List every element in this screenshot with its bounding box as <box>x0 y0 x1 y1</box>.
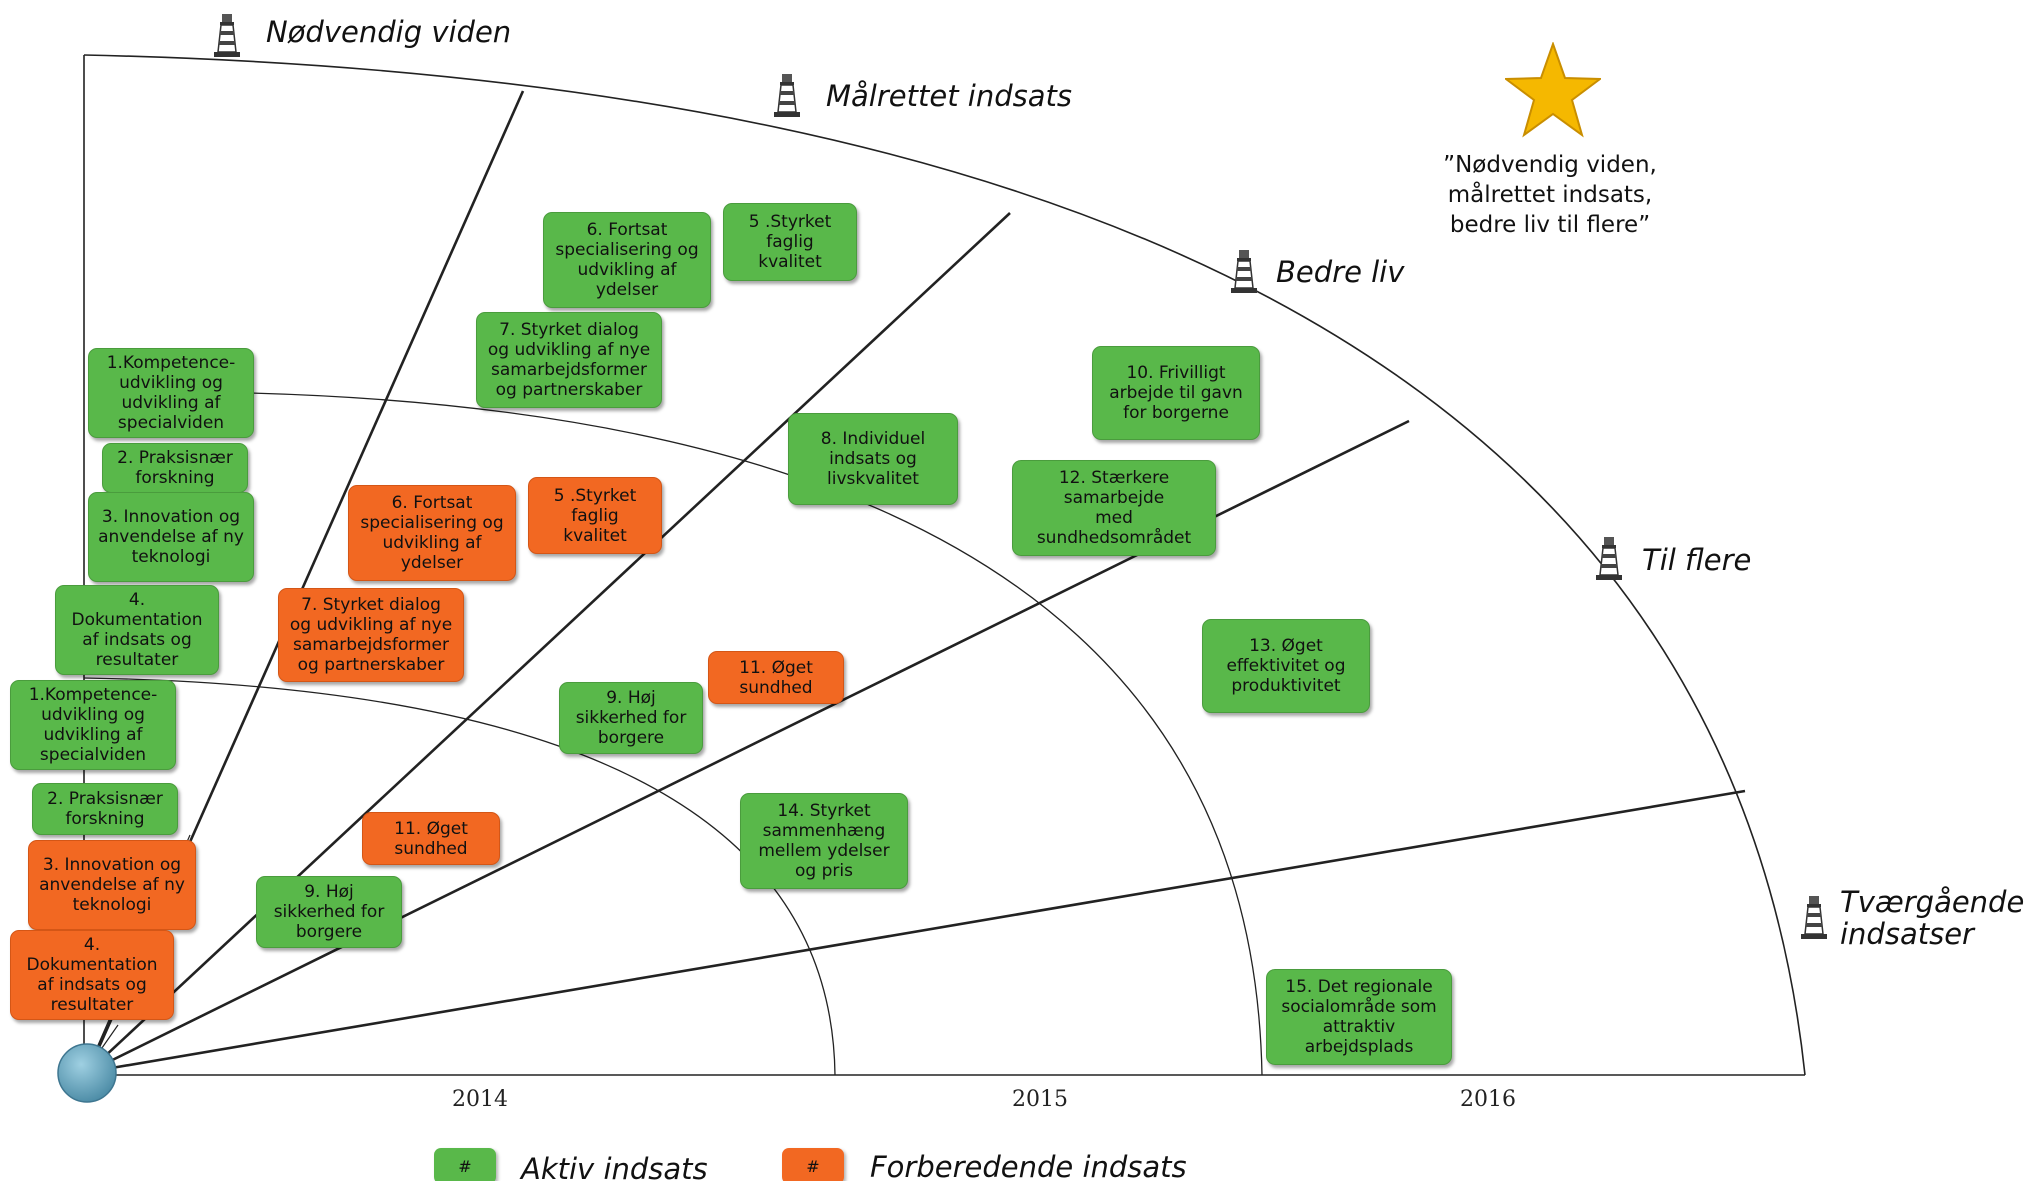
category-label-malrettet-indsats: Målrettet indsats <box>826 79 1072 113</box>
star-icon <box>1505 42 1601 138</box>
year-label-2014: 2014 <box>452 1087 508 1112</box>
year-label-2015: 2015 <box>1012 1087 1068 1112</box>
initiative-box: 6. Fortsat specialisering og udvikling a… <box>543 212 711 308</box>
legend-label-aktiv: Aktiv indsats <box>521 1152 708 1181</box>
initiative-box: 10. Frivilligt arbejde til gavn for borg… <box>1092 346 1260 440</box>
lighthouse-icon <box>774 74 800 117</box>
lighthouse-icon <box>1801 896 1827 939</box>
initiative-box: 7. Styrket dialog og udvikling af nye sa… <box>476 312 662 408</box>
initiative-box: 15. Det regionale socialområde som attra… <box>1266 969 1452 1065</box>
year-arc-2014 <box>83 677 836 1076</box>
initiative-box: 1.Kompetence- udvikling og udvikling af … <box>10 680 176 770</box>
outer-arc <box>83 54 1806 1076</box>
initiative-box: 9. Høj sikkerhed for borgere <box>559 682 703 754</box>
initiative-box: 4. Dokumentation af indsats og resultate… <box>55 585 219 675</box>
initiative-box: 11. Øget sundhed <box>362 812 500 865</box>
initiative-box: 9. Høj sikkerhed for borgere <box>256 876 402 948</box>
initiative-box: 13. Øget effektivitet og produktivitet <box>1202 619 1370 713</box>
category-label-tvaergaende-indsatser: Tværgående indsatser <box>1840 885 2025 951</box>
initiative-box: 6. Fortsat specialisering og udvikling a… <box>348 485 516 581</box>
initiative-box: 14. Styrket sammenhæng mellem ydelser og… <box>740 793 908 889</box>
lighthouse-icon <box>1596 537 1622 580</box>
legend-label-forberedende: Forberedende indsats <box>870 1150 1187 1181</box>
initiative-box: 3. Innovation og anvendelse af ny teknol… <box>88 492 254 582</box>
initiative-box: 5 .Styrket faglig kvalitet <box>528 477 662 554</box>
vision-quote: ”Nødvendig viden, målrettet indsats, bed… <box>1443 152 1657 238</box>
initiative-box: 12. Stærkere samarbejde med sundhedsområ… <box>1012 460 1216 556</box>
initiative-box: 3. Innovation og anvendelse af ny teknol… <box>28 840 196 930</box>
divider-4 <box>87 789 1746 1074</box>
legend-swatch-forberedende: # <box>782 1148 844 1181</box>
initiative-box: 4. Dokumentation af indsats og resultate… <box>10 930 174 1020</box>
initiative-box: 1.Kompetence- udvikling og udvikling af … <box>88 348 254 438</box>
lighthouse-icon <box>1231 250 1257 293</box>
year-arc-2015 <box>249 392 1263 1076</box>
category-label-nodvendig-viden: Nødvendig viden <box>266 15 512 49</box>
divider-2 <box>87 212 1011 1073</box>
lighthouse-icon <box>214 14 240 57</box>
category-label-til-flere: Til flere <box>1642 543 1752 577</box>
initiative-box: 7. Styrket dialog og udvikling af nye sa… <box>278 588 464 682</box>
initiative-box: 11. Øget sundhed <box>708 651 844 704</box>
origin-circle <box>57 1043 117 1103</box>
initiative-box: 2. Praksisnær forskning <box>102 443 248 493</box>
legend-swatch-aktiv: # <box>434 1148 496 1181</box>
year-label-2016: 2016 <box>1460 1087 1516 1112</box>
initiative-box: 8. Individuel indsats og livskvalitet <box>788 413 958 505</box>
initiative-box: 2. Praksisnær forskning <box>32 783 178 835</box>
category-label-bedre-liv: Bedre liv <box>1276 255 1405 289</box>
initiative-box: 5 .Styrket faglig kvalitet <box>723 203 857 281</box>
